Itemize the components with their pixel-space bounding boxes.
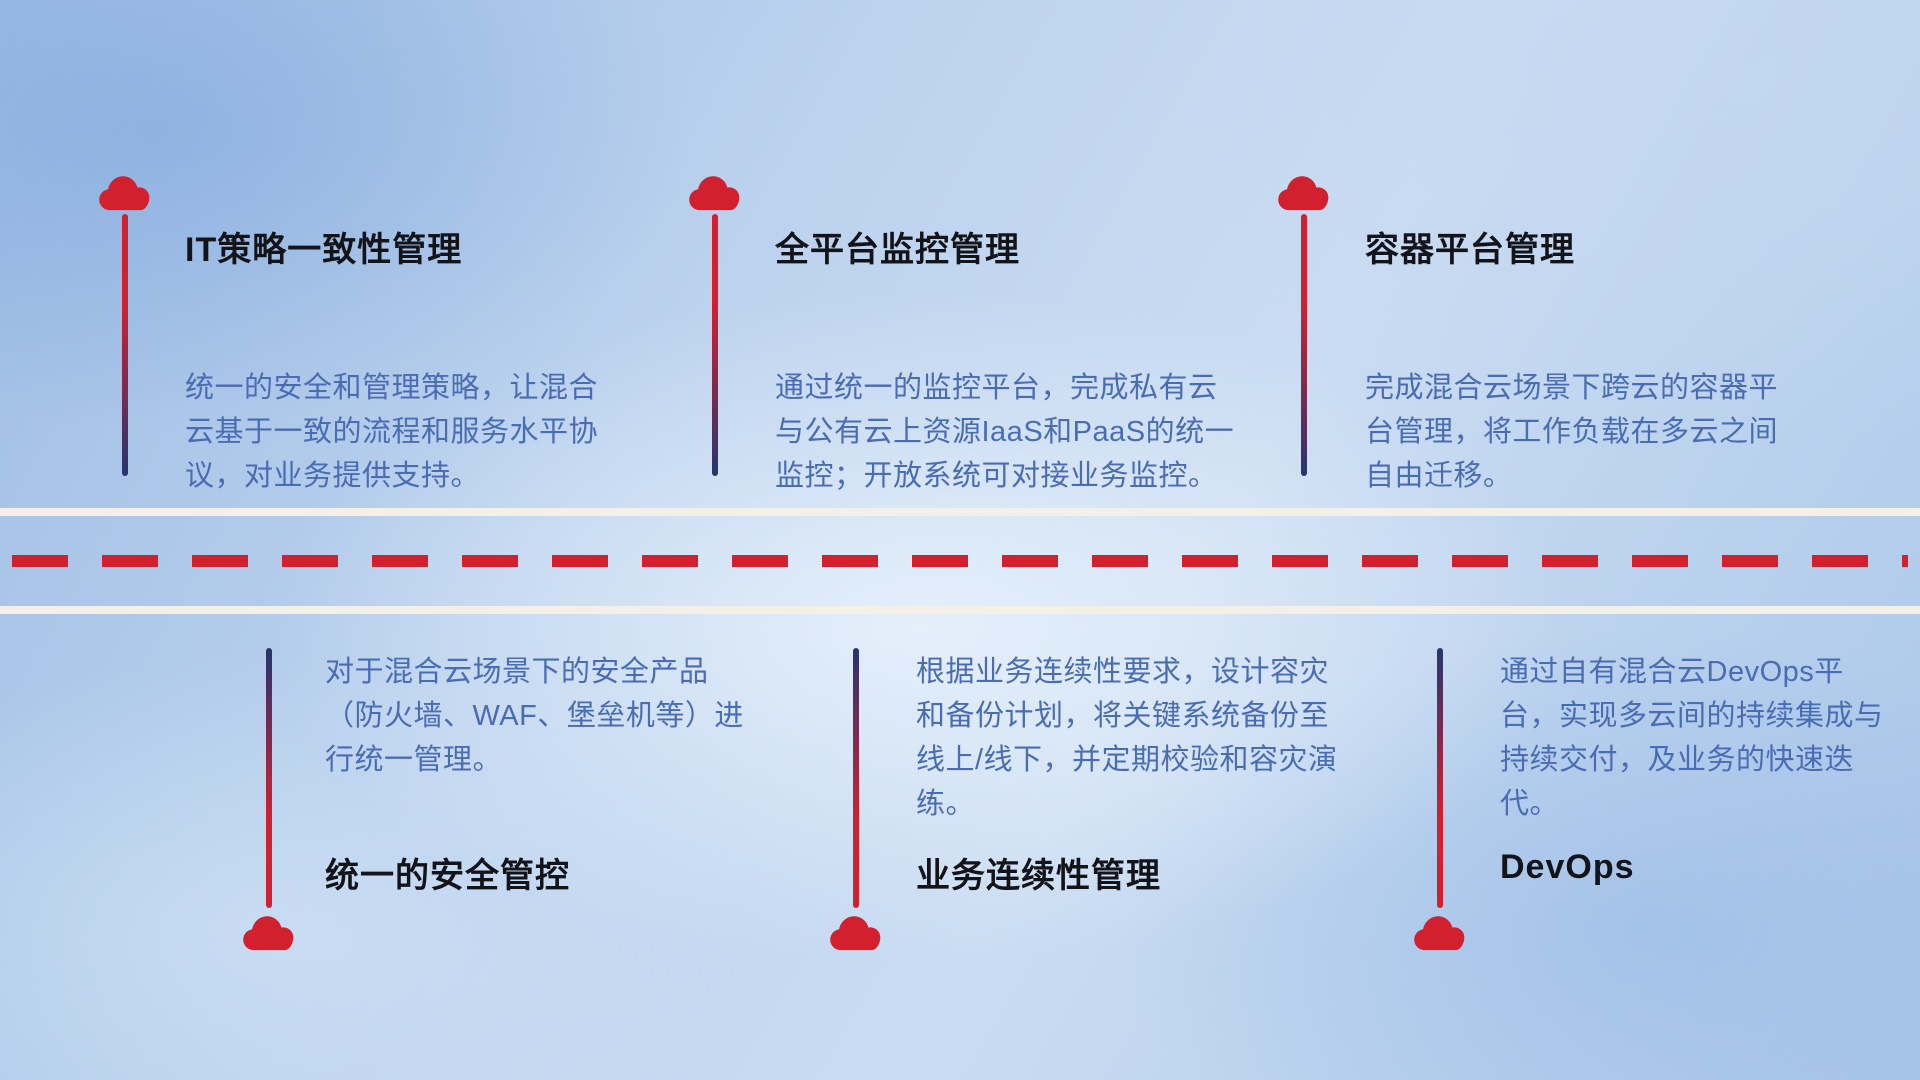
item-description: 根据业务连续性要求，设计容灾和备份计划，将关键系统备份至线上/线下，并定期校验和… [916,656,1338,820]
item-title: 统一的安全管控 [325,857,570,895]
road-dashed-center-line [12,555,1908,567]
cloud-icon [96,172,154,214]
connector-line [266,648,272,908]
road-top-line [0,508,1920,516]
item-description: 对于混合云场景下的安全产品（防火墙、WAF、堡垒机等）进行统一管理。 [325,656,744,776]
cloud-icon [686,172,744,214]
cloud-icon [1275,172,1333,214]
cloud-icon [1411,912,1469,954]
road-bottom-line [0,606,1920,614]
connector-line [1301,214,1307,476]
connector-line [712,214,718,476]
item-title: 全平台监控管理 [775,231,1020,269]
item-title: 业务连续性管理 [916,857,1161,895]
item-title: 容器平台管理 [1365,231,1575,269]
item-description: 完成混合云场景下跨云的容器平台管理，将工作负载在多云之间自由迁移。 [1365,372,1779,492]
item-description: 通过统一的监控平台，完成私有云与公有云上资源IaaS和PaaS的统一监控；开放系… [775,372,1235,492]
item-description: 通过自有混合云DevOps平台，实现多云间的持续集成与持续交付，及业务的快速迭代… [1500,656,1884,820]
connector-line [853,648,859,908]
item-title: IT策略一致性管理 [185,231,463,269]
cloud-icon [240,912,298,954]
cloud-icon [827,912,885,954]
connector-line [1437,648,1443,908]
item-description: 统一的安全和管理策略，让混合云基于一致的流程和服务水平协议，对业务提供支持。 [185,372,599,492]
connector-line [122,214,128,476]
item-title: DevOps [1500,848,1635,886]
